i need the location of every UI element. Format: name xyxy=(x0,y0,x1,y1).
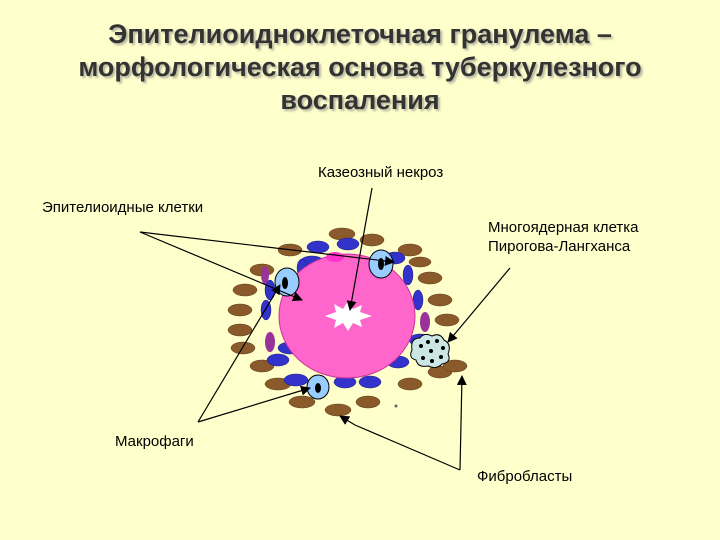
title-line-3: воспаления xyxy=(280,85,440,115)
necrosis-star-icon xyxy=(325,301,372,331)
purple-cells xyxy=(261,266,430,352)
fibroblast-ring xyxy=(227,227,468,417)
giant-cell-label-line-1: Многоядерная клетка xyxy=(488,219,639,236)
necrosis-label: Казеозный некроз xyxy=(318,164,444,181)
macrophage-2 xyxy=(368,249,394,279)
giant-cell-label-line-2: Пирогова-Лангханса xyxy=(488,238,631,255)
title-line-2: морфологическая основа туберкулезного xyxy=(78,52,642,82)
small-dot xyxy=(394,404,398,408)
macrophage-1 xyxy=(274,267,300,297)
title-line-1: Эпителиоидноклеточная гранулема – xyxy=(108,19,612,49)
slide-title: Эпителиоидноклеточная гранулема – морфол… xyxy=(20,18,700,117)
epithelioid-label: Эпителиоидные клетки xyxy=(42,199,204,216)
macrophages-label: Макрофаги xyxy=(115,433,194,450)
macrophage-3 xyxy=(306,374,330,400)
pointer-lines xyxy=(139,187,511,471)
langhans-giant-cell xyxy=(410,333,450,369)
fibroblasts-label: Фибробласты xyxy=(477,468,573,485)
small-magenta-cell xyxy=(326,252,344,262)
